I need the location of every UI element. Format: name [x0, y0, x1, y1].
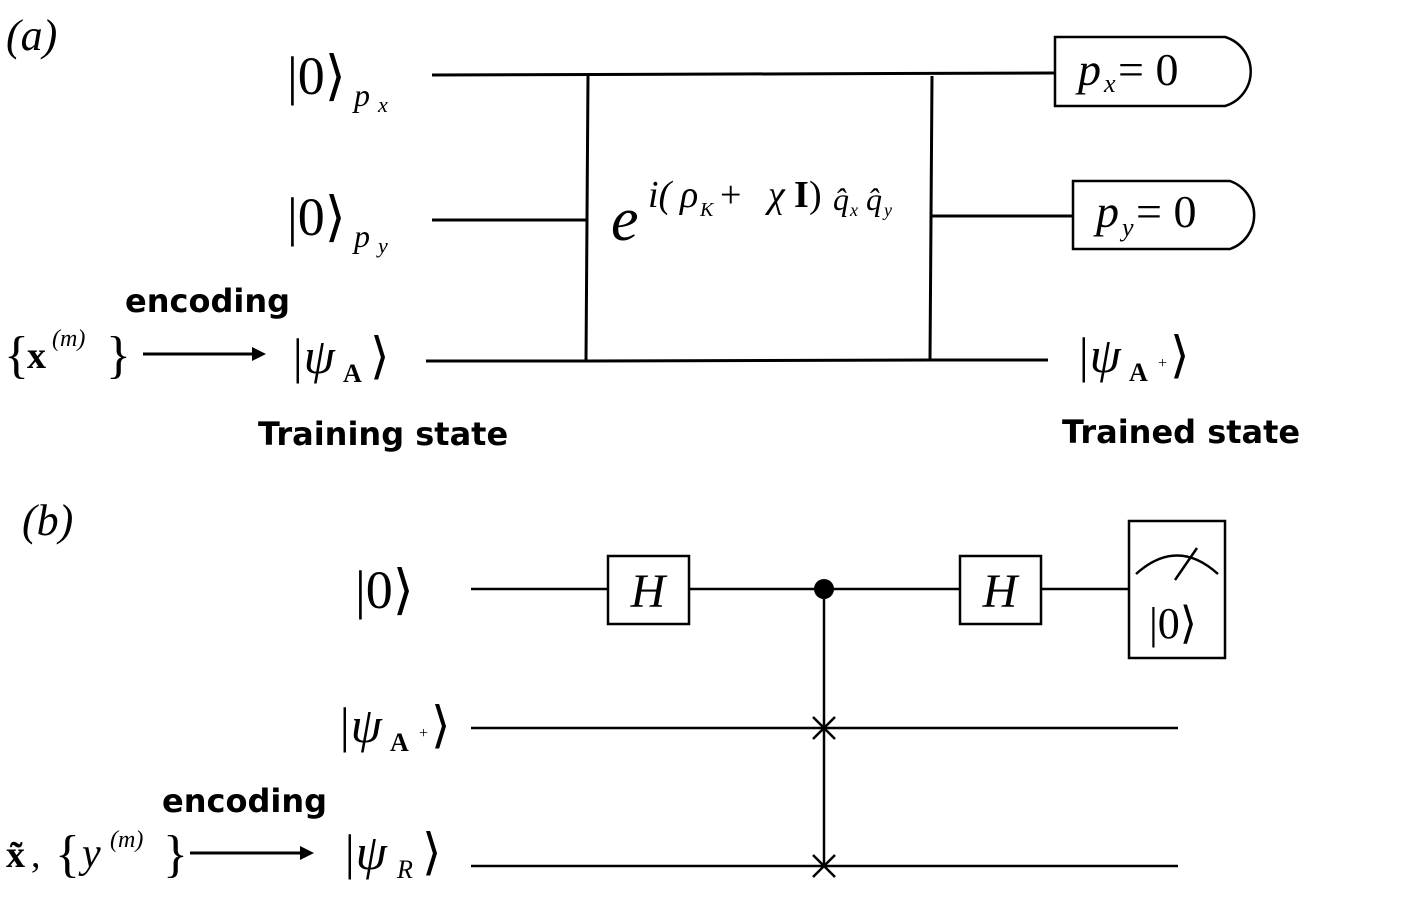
- training-state-label: Training state: [258, 415, 508, 453]
- b-brace-open: {: [55, 826, 80, 883]
- measurement-meter: |0⟩: [1127, 519, 1227, 660]
- out-psi-open: |ψ: [1076, 327, 1122, 383]
- comma: ,: [31, 834, 41, 876]
- measurement-px: p x = 0: [1053, 35, 1252, 108]
- ancilla-ket: |0⟩: [355, 560, 414, 620]
- b-psiA-sup: +: [419, 725, 428, 742]
- hadamard-gate-1: H: [606, 554, 691, 626]
- out-psi-close: ⟩: [1170, 327, 1190, 383]
- input-py: |0⟩ p y: [287, 187, 388, 258]
- meas-py-var: p: [1093, 186, 1119, 237]
- input-psi-r: |ψ R ⟩: [342, 824, 442, 884]
- swap-cross-top: [812, 716, 836, 740]
- ket-psi-a-open: |ψ: [290, 328, 336, 384]
- meas-px-sub: x: [1103, 69, 1116, 98]
- brace-close: }: [106, 327, 131, 384]
- superscript-m: (m): [52, 326, 85, 352]
- ket-px-subsub: x: [377, 92, 388, 117]
- gate-qy: q̂: [866, 181, 882, 217]
- hadamard-2-label: H: [982, 565, 1020, 618]
- b-psiA-open: |ψ: [337, 697, 383, 753]
- b-psiR-sub: R: [396, 855, 413, 884]
- swap-cross-bottom: [812, 854, 836, 878]
- brace-open: {: [4, 327, 29, 384]
- unitary-gate: e i( ρ K + χ I ) q̂ x q̂ y: [584, 75, 934, 363]
- b-psiA-close: ⟩: [431, 697, 451, 753]
- gate-rho: ρ: [679, 174, 698, 216]
- input-psi-a: |ψ A ⟩: [290, 328, 390, 388]
- encoding-label-b: encoding: [162, 782, 327, 820]
- controlled-swap: [812, 579, 836, 878]
- b-psiR-close: ⟩: [422, 824, 442, 880]
- panel-a-label: (a): [6, 11, 57, 60]
- gate-chi: χ: [764, 174, 786, 216]
- meas-py-eq: = 0: [1136, 186, 1196, 237]
- meas-px-eq: = 0: [1118, 44, 1178, 95]
- gate-base-e: e: [611, 186, 639, 254]
- gate-plus: +: [720, 174, 741, 216]
- output-psi-a-plus: |ψ A + ⟩: [1076, 327, 1190, 387]
- encoding-arrowhead-b: [300, 846, 314, 860]
- ket-psi-a-close: ⟩: [370, 328, 390, 384]
- ket-0-px: |0⟩: [287, 46, 346, 106]
- panel-a: (a) |0⟩ p x |0⟩ p y |ψ A ⟩ { x (m) } enc…: [4, 11, 1300, 453]
- b-psiA-sub: A: [390, 728, 409, 757]
- gate-exp-i: i(: [648, 174, 674, 216]
- meter-result: |0⟩: [1149, 599, 1197, 648]
- encoding-label-a: encoding: [125, 282, 290, 320]
- wire-px: [431, 71, 1056, 77]
- meter-arc-icon: [1135, 554, 1219, 575]
- b-brace-close: }: [163, 826, 188, 883]
- meas-py-sub: y: [1119, 213, 1134, 242]
- ket-0-py: |0⟩: [287, 187, 346, 247]
- input-px: |0⟩ p x: [287, 46, 388, 117]
- gate-qx: q̂: [833, 181, 849, 217]
- vec-x: x: [27, 335, 46, 377]
- ket-px-sub: p: [352, 77, 370, 113]
- b-psiR-open: |ψ: [342, 824, 388, 880]
- input-psi-a-plus-b: |ψ A + ⟩: [337, 697, 451, 757]
- panel-b: (b) |0⟩ |ψ A + ⟩ |ψ R ⟩ x̃ , { y (m) } e…: [6, 496, 1227, 884]
- source-xtilde-y-set: x̃ , { y (m) }: [6, 826, 188, 883]
- control-dot: [814, 579, 834, 599]
- measurement-py: p y = 0: [1071, 179, 1256, 251]
- encoding-arrowhead-a: [252, 347, 266, 361]
- gate-qx-sub: x: [849, 200, 858, 220]
- gate-rho-sub: K: [699, 199, 715, 221]
- xtilde: x̃: [6, 834, 25, 876]
- out-psi-sub: A: [1129, 358, 1148, 387]
- b-superscript-m: (m): [110, 827, 143, 853]
- source-x-set: { x (m) }: [4, 326, 131, 384]
- gate-close: ): [809, 174, 822, 216]
- meter-needle-icon: [1173, 547, 1199, 581]
- trained-state-label: Trained state: [1062, 413, 1300, 451]
- hadamard-gate-2: H: [958, 554, 1043, 626]
- gate-qy-sub: y: [882, 200, 892, 220]
- hadamard-1-label: H: [630, 565, 668, 618]
- ket-py-subsub: y: [376, 233, 388, 258]
- meas-px-var: p: [1075, 44, 1101, 95]
- gate-identity: I: [794, 174, 809, 216]
- y-var: y: [78, 831, 101, 877]
- ket-psi-a-sub: A: [343, 359, 362, 388]
- ket-py-sub: p: [352, 218, 370, 254]
- out-psi-sup: +: [1158, 355, 1167, 372]
- panel-b-label: (b): [22, 496, 73, 545]
